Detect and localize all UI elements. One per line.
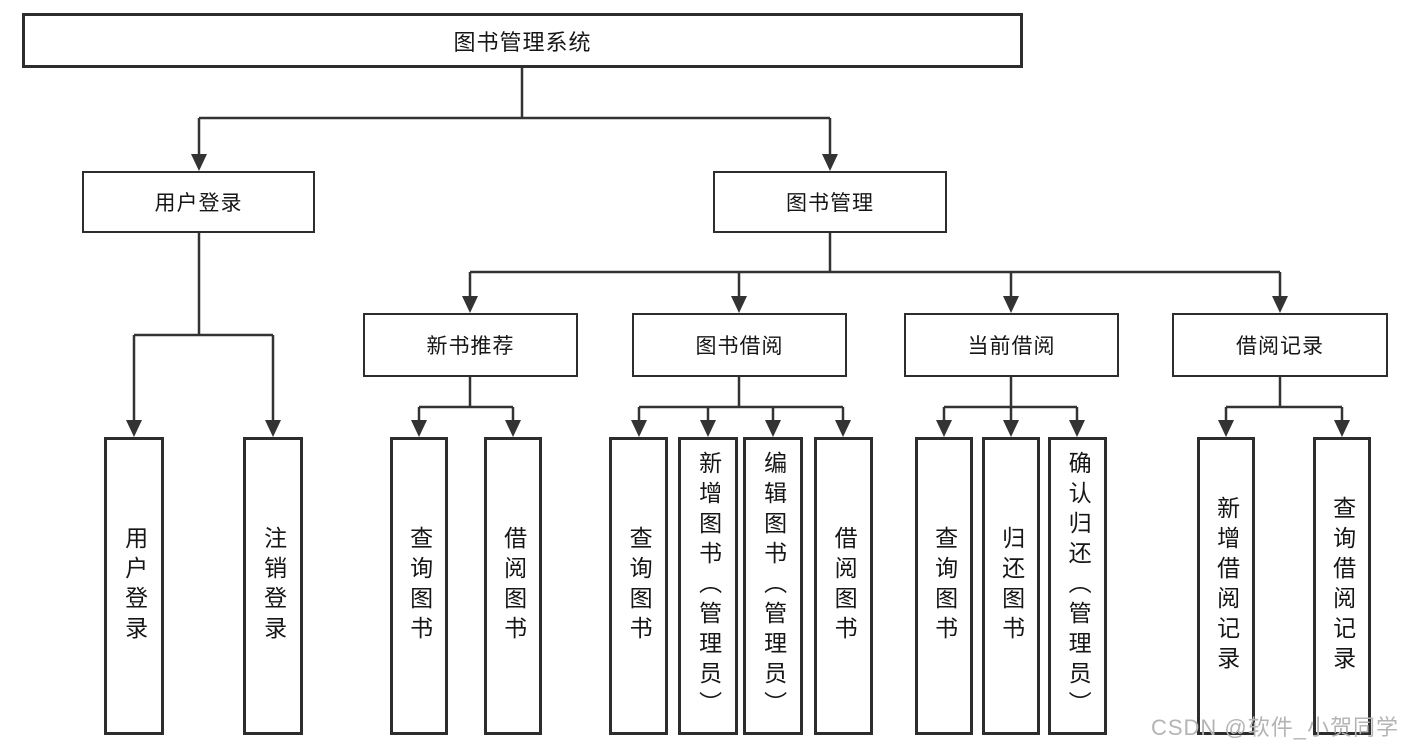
leaf-user-login-label: 用户登录: [121, 526, 148, 646]
leaf-borrowing-query-books: 查询图书: [609, 437, 668, 735]
node-book-borrowing-label: 图书借阅: [695, 335, 784, 358]
leaf-return-books: 归还图书: [982, 437, 1040, 735]
leaf-recommend-query-books: 查询图书: [390, 437, 448, 735]
node-current-borrowing: 当前借阅: [904, 313, 1119, 377]
node-new-book-recommend-label: 新书推荐: [426, 335, 515, 358]
leaf-return-books-label: 归还图书: [998, 526, 1025, 646]
leaf-confirm-return-admin: 确认归还（管理员）: [1048, 437, 1107, 735]
node-user-login: 用户登录: [82, 171, 315, 233]
node-new-book-recommend: 新书推荐: [363, 313, 578, 377]
node-borrowing-records: 借阅记录: [1172, 313, 1388, 377]
leaf-user-login: 用户登录: [104, 437, 164, 735]
leaf-logout: 注销登录: [243, 437, 303, 735]
node-library-system: 图书管理系统: [22, 13, 1023, 68]
leaf-add-borrow-record-label: 新增借阅记录: [1213, 496, 1240, 676]
leaf-borrowing-query-books-label: 查询图书: [626, 526, 653, 646]
leaf-edit-books-admin-label: 编辑图书（管理员）: [760, 451, 787, 721]
leaf-logout-label: 注销登录: [260, 526, 287, 646]
leaf-recommend-borrow-books-label: 借阅图书: [500, 526, 527, 646]
node-user-login-label: 用户登录: [154, 192, 243, 215]
leaf-edit-books-admin: 编辑图书（管理员）: [743, 437, 803, 735]
leaf-current-query-books: 查询图书: [915, 437, 973, 735]
node-current-borrowing-label: 当前借阅: [967, 335, 1056, 358]
leaf-add-books-admin: 新增图书（管理员）: [678, 437, 738, 735]
leaf-recommend-query-books-label: 查询图书: [406, 526, 433, 646]
node-book-borrowing: 图书借阅: [632, 313, 847, 377]
leaf-add-books-admin-label: 新增图书（管理员）: [695, 451, 722, 721]
leaf-current-query-books-label: 查询图书: [931, 526, 958, 646]
leaf-query-borrow-record-label: 查询借阅记录: [1329, 496, 1356, 676]
leaf-query-borrow-record: 查询借阅记录: [1313, 437, 1371, 735]
leaf-borrowing-borrow-books: 借阅图书: [814, 437, 873, 735]
csdn-watermark: CSDN @软件_小贺同学: [1150, 715, 1399, 740]
leaf-recommend-borrow-books: 借阅图书: [484, 437, 542, 735]
leaf-borrowing-borrow-books-label: 借阅图书: [831, 526, 858, 646]
leaf-confirm-return-admin-label: 确认归还（管理员）: [1065, 451, 1092, 721]
node-book-management: 图书管理: [713, 171, 947, 233]
leaf-add-borrow-record: 新增借阅记录: [1197, 437, 1255, 735]
node-borrowing-records-label: 借阅记录: [1236, 335, 1324, 358]
node-library-system-label: 图书管理系统: [453, 29, 592, 55]
node-book-management-label: 图书管理: [786, 192, 874, 215]
